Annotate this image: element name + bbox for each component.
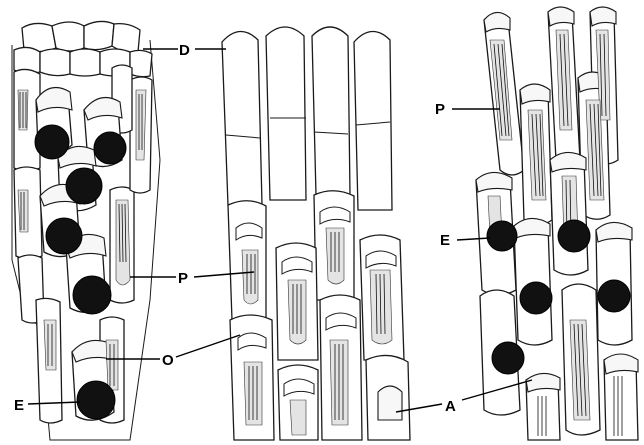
oil-droplet	[598, 280, 630, 312]
oil-droplet	[520, 282, 552, 314]
oil-droplet	[73, 276, 111, 314]
oil-droplet	[35, 125, 69, 159]
middle-upper-segments	[222, 27, 392, 210]
label-D: D	[179, 42, 190, 59]
oil-droplet	[77, 381, 115, 419]
oil-droplet	[46, 218, 82, 254]
label-E-right: E	[440, 232, 450, 249]
left-panel-cone-mosaic	[12, 21, 160, 440]
label-P-right: P	[435, 101, 445, 118]
oil-droplet	[492, 342, 524, 374]
oil-droplet	[487, 221, 517, 251]
oil-droplet	[558, 220, 590, 252]
right-panel-cone-mosaic	[476, 7, 638, 440]
label-P-left: P	[178, 270, 188, 287]
label-O: O	[162, 352, 174, 369]
middle-panel-cone-columns	[222, 27, 410, 440]
oil-droplet	[66, 168, 102, 204]
leader-line-E-left	[28, 402, 80, 404]
oil-droplet	[94, 132, 126, 164]
label-A: A	[445, 398, 456, 415]
accessory-cone-tip	[378, 386, 402, 420]
label-E-left: E	[14, 397, 24, 414]
